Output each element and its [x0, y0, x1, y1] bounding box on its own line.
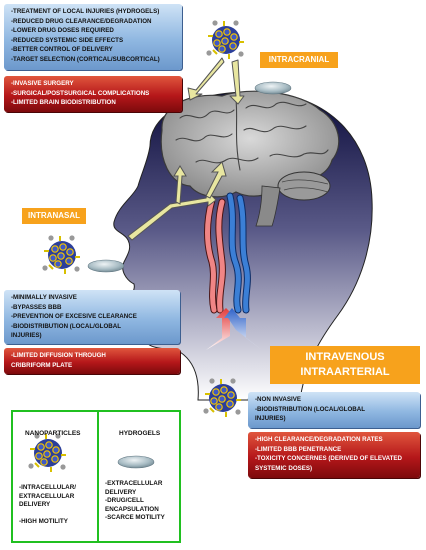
benefit-item: -REDUCED SYSTEMIC SIDE EFFECTS: [11, 36, 124, 44]
intracranial-benefits-banner: -TREATMENT OF LOCAL INJURIES (HYDROGELS)…: [4, 4, 182, 70]
nanoparticle-cluster-icon: [205, 19, 245, 60]
benefit-item: -LOWER DRUG DOSES REQUIRED: [11, 27, 114, 35]
intracranial-arrows: [187, 57, 245, 105]
intracranial-drawbacks-banner: -INVASIVE SURGERY -SURGICAL/POSTSURGICAL …: [4, 76, 182, 112]
benefit-item: INJURIES): [255, 415, 286, 423]
drawback-item: -INVASIVE SURGERY: [11, 80, 74, 87]
intranasal-label: INTRANASAL: [22, 208, 86, 224]
benefit-item: -REDUCED DRUG CLEARANCE/DEGRADATION: [11, 17, 152, 25]
intravenous-arrow-blue: [224, 308, 262, 350]
benefit-item: -NON INVASIVE: [255, 396, 301, 403]
vein-vessel: [226, 192, 251, 314]
drawback-item: SYSTEMIC DOSES): [255, 464, 313, 472]
drawback-item: -LIMITED BBB PENETRANCE: [255, 445, 342, 453]
benefit-item: INJURIES): [11, 332, 42, 340]
brainstem: [255, 185, 281, 227]
legend-property: -SCARCE MOTILITY: [105, 514, 165, 522]
intranasal-drawbacks-banner: -LIMITED DIFFUSION THROUGH CRIBRIFORM PLA…: [4, 348, 180, 374]
benefit-item: -BIODISTRIBUTION (LOCAL/GLOBAL: [255, 405, 365, 413]
benefit-item: -TREATMENT OF LOCAL INJURIES (HYDROGELS): [11, 8, 160, 15]
intravenous-label-line2: INTRAARTERIAL: [300, 366, 390, 378]
benefit-item: -BIODISTRIBUTION (LOCAL/GLOBAL: [11, 322, 121, 330]
drawback-item: -SURGICAL/POSTSURGICAL COMPLICATIONS: [11, 89, 150, 97]
benefit-item: -TARGET SELECTION (CORTICAL/SUBCORTICAL): [11, 55, 160, 63]
legend-property: -EXTRACELLULAR: [105, 480, 163, 487]
intravenous-label-line1: INTRAVENOUS: [305, 351, 385, 363]
intravenous-benefits-banner: -NON INVASIVE -BIODISTRIBUTION (LOCAL/GLO…: [248, 392, 420, 428]
benefit-item: -PREVENTION OF EXCESIVE CLEARANCE: [11, 313, 137, 321]
intravenous-label: INTRAVENOUS INTRAARTERIAL: [270, 346, 420, 384]
artery-vessel: [204, 196, 226, 314]
brain-icon: [160, 90, 340, 227]
cerebellum: [277, 171, 331, 201]
intranasal-benefits-banner: -MINIMALLY INVASIVE -BYPASSES BBB -PREVENT…: [4, 290, 180, 344]
legend-property: ENCAPSULATION: [105, 505, 159, 513]
legend-property: DELIVERY: [105, 488, 137, 496]
benefit-item: -MINIMALLY INVASIVE: [11, 294, 77, 301]
drawback-item: -HIGH CLEARANCE/DEGRADATION RATES: [255, 436, 383, 443]
hydrogels-title: HYDROGELS: [119, 430, 161, 437]
benefit-item: -BETTER CONTROL OF DELIVERY: [11, 46, 113, 54]
legend-property: [19, 510, 76, 519]
nanoparticles-title: NANOPARTICLES: [25, 430, 81, 437]
intracranial-label: INTRACRANIAL: [260, 52, 338, 68]
legend-box: NANOPARTICLES HYDROGELS -INTRACELLULAR/E…: [11, 410, 181, 543]
legend-property: -HIGH MOTILITY: [19, 518, 68, 526]
intranasal-arrows: [127, 161, 227, 241]
benefit-item: -BYPASSES BBB: [11, 303, 62, 311]
drawback-item: -LIMITED BRAIN BIODISTRIBUTION: [11, 99, 116, 107]
legend-property: -INTRACELLULAR/: [19, 484, 77, 491]
legend-property: DELIVERY: [19, 501, 51, 509]
drawback-item: CRIBRIFORM PLATE: [11, 361, 73, 369]
intravenous-drawbacks-banner: -HIGH CLEARANCE/DEGRADATION RATES -LIMITE…: [248, 432, 420, 478]
hydrogel-disc-icon: [254, 81, 292, 95]
legend-property: -DRUG/CELL: [105, 497, 144, 505]
legend-property: EXTRACELLULAR: [19, 492, 75, 500]
drawback-item: -LIMITED DIFFUSION THROUGH: [11, 352, 106, 359]
legend-divider: [97, 412, 99, 541]
nanoparticle-cluster-icon: [41, 234, 81, 275]
drawback-item: -TOXICITY CONCERNES (DERIVED OF ELEVATED: [255, 455, 403, 463]
hydrogel-disc-icon: [87, 259, 125, 273]
